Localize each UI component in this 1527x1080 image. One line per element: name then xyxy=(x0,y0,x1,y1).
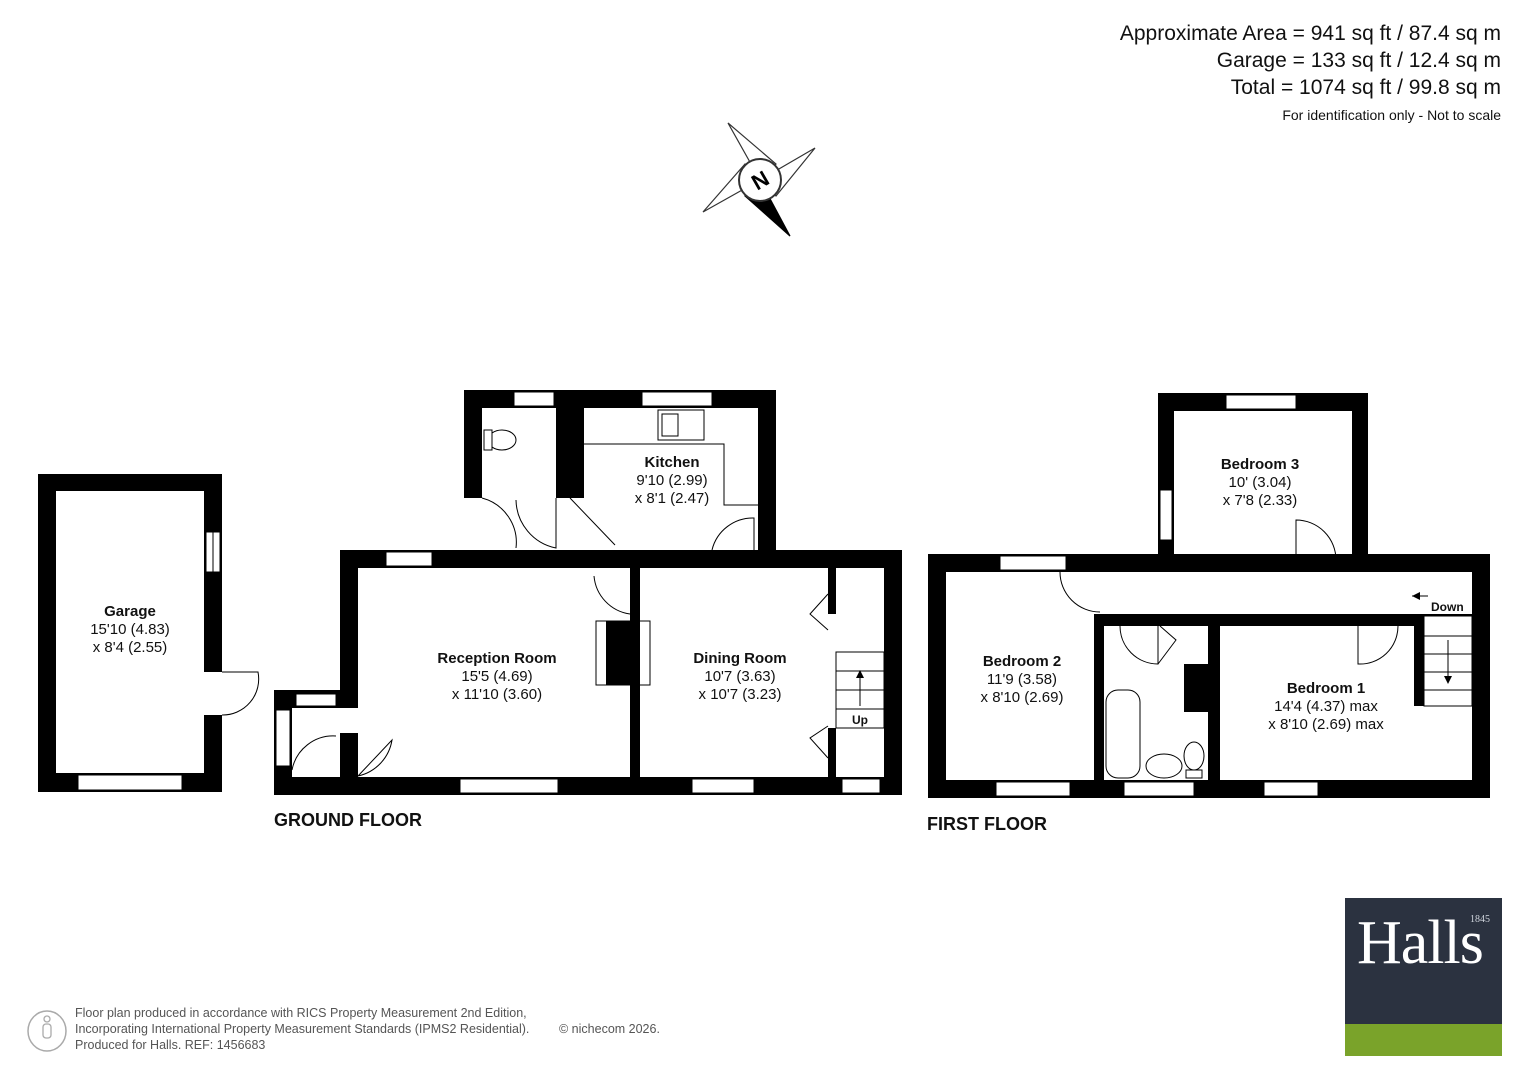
footer-notes: Floor plan produced in accordance with R… xyxy=(75,1005,660,1053)
scale-note: For identification only - Not to scale xyxy=(1282,107,1501,123)
room-bedroom-1: Bedroom 1 14'4 (4.37) max x 8'10 (2.69) … xyxy=(1236,680,1416,734)
room-dim: 15'5 (4.69) xyxy=(461,668,533,685)
footer-line: Incorporating International Property Mea… xyxy=(75,1022,530,1036)
room-bedroom-2: Bedroom 2 11'9 (3.58) x 8'10 (2.69) xyxy=(950,653,1094,707)
total-area: Total = 1074 sq ft / 99.8 sq m xyxy=(1230,76,1501,99)
stairs-up-label: Up xyxy=(852,713,868,727)
room-dim: x 10'7 (3.23) xyxy=(698,686,782,703)
room-name: Reception Room xyxy=(437,650,557,667)
ground-floor-label: GROUND FLOOR xyxy=(274,810,422,830)
copyright-text: © nichecom 2026. xyxy=(559,1022,660,1036)
room-dim: 15'10 (4.83) xyxy=(90,621,170,638)
ground-floor-walls xyxy=(274,390,902,795)
room-dim: x 7'8 (2.33) xyxy=(1222,492,1298,509)
room-dim: 11'9 (3.58) xyxy=(986,671,1058,688)
accessibility-person-icon xyxy=(27,1010,67,1052)
logo-year: 1845 xyxy=(1470,914,1490,925)
stairs-down-label: Down xyxy=(1431,600,1464,614)
compass-icon: N xyxy=(702,122,816,237)
room-name: Dining Room xyxy=(693,650,787,667)
footer-line: Floor plan produced in accordance with R… xyxy=(75,1006,527,1020)
room-name: Kitchen xyxy=(644,454,700,471)
room-kitchen: Kitchen 9'10 (2.99) x 8'1 (2.47) xyxy=(592,454,752,508)
room-reception: Reception Room 15'5 (4.69) x 11'10 (3.60… xyxy=(400,650,594,704)
logo-bar xyxy=(1345,1024,1502,1056)
room-name: Bedroom 2 xyxy=(982,653,1062,670)
logo-wordmark: Halls xyxy=(1357,909,1484,977)
room-dim: x 8'1 (2.47) xyxy=(634,490,710,507)
room-name: Bedroom 3 xyxy=(1220,456,1300,473)
halls-logo: Halls 1845 xyxy=(1345,898,1502,1056)
room-dim: x 8'4 (2.55) xyxy=(92,639,168,656)
room-dim: 10'7 (3.63) xyxy=(704,668,776,685)
room-dim: 14'4 (4.37) max xyxy=(1274,698,1378,715)
room-name: Bedroom 1 xyxy=(1286,680,1366,697)
footer-line: Produced for Halls. REF: 1456683 xyxy=(75,1038,266,1052)
room-bedroom-3: Bedroom 3 10' (3.04) x 7'8 (2.33) xyxy=(1184,456,1336,510)
first-floor-walls xyxy=(928,393,1490,798)
garage-outline xyxy=(38,474,260,792)
room-dim: x 11'10 (3.60) xyxy=(451,686,543,703)
room-garage: Garage 15'10 (4.83) x 8'4 (2.55) xyxy=(56,603,204,657)
first-floor-label: FIRST FLOOR xyxy=(927,814,1047,834)
room-dim: x 8'10 (2.69) max xyxy=(1268,716,1384,733)
room-name: Garage xyxy=(104,603,156,620)
room-dim: 9'10 (2.99) xyxy=(636,472,708,489)
approximate-area: Approximate Area = 941 sq ft / 87.4 sq m xyxy=(1119,22,1501,45)
room-dim: x 8'10 (2.69) xyxy=(980,689,1064,706)
garage-area: Garage = 133 sq ft / 12.4 sq m xyxy=(1216,49,1501,72)
room-dining: Dining Room 10'7 (3.63) x 10'7 (3.23) xyxy=(656,650,824,704)
room-dim: 10' (3.04) xyxy=(1228,474,1292,491)
area-summary: Approximate Area = 941 sq ft / 87.4 sq m… xyxy=(1120,20,1501,123)
